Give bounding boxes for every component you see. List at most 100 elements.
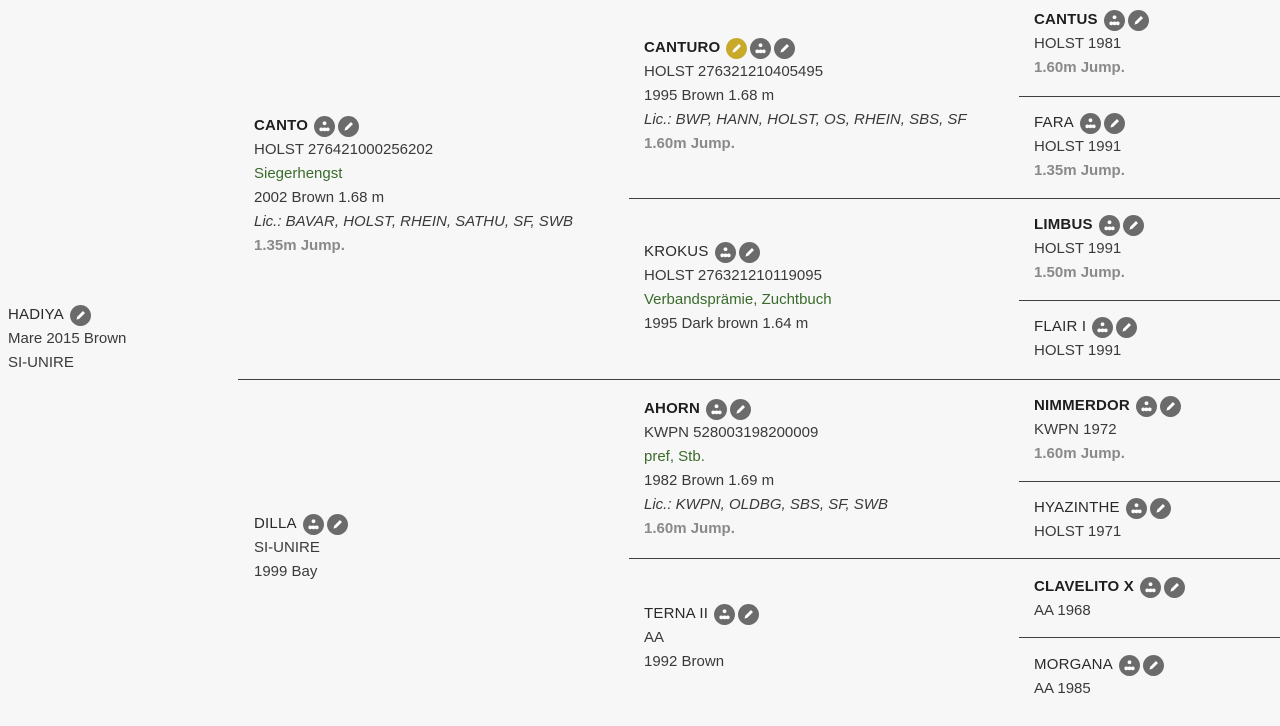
dam-dam-dam: MORGANA AA 1985 xyxy=(1034,653,1164,701)
edit-pencil-icon[interactable] xyxy=(726,37,748,59)
sire-dam-dam: FLAIR I HOLST 1991 xyxy=(1034,315,1138,363)
sire-registration: HOLST 276421000256202 xyxy=(254,141,434,158)
edit-pencil-icon[interactable] xyxy=(730,398,751,420)
pedigree-tree-icon[interactable] xyxy=(314,115,336,137)
edit-pencil-icon[interactable] xyxy=(1116,316,1138,338)
sire-info: 2002 Brown 1.68 m xyxy=(254,189,385,206)
pedigree-tree-icon[interactable] xyxy=(1092,316,1114,338)
dam-name[interactable]: DILLA xyxy=(254,515,297,532)
divider-gen3-2 xyxy=(1019,300,1280,301)
edit-pencil-icon[interactable] xyxy=(338,115,360,137)
sire-dam-registration: HOLST 276321210119095 xyxy=(644,267,822,284)
sds-registration: HOLST 1991 xyxy=(1034,240,1122,257)
pedigree-tree-icon[interactable] xyxy=(1118,654,1140,676)
pedigree-tree-icon[interactable] xyxy=(1098,214,1120,236)
edit-pencil-icon[interactable] xyxy=(1164,576,1185,598)
horse-name[interactable]: HADIYA xyxy=(8,306,64,323)
ssd-registration: HOLST 1991 xyxy=(1034,138,1122,155)
edit-pencil-icon[interactable] xyxy=(326,513,348,535)
divider-gen3-1 xyxy=(1019,96,1280,97)
sire-sire-sire: CANTUS HOLST 1981 1.60m Jump. xyxy=(1034,8,1149,80)
pedigree-tree-icon[interactable] xyxy=(302,513,324,535)
pedigree-tree-icon[interactable] xyxy=(1140,576,1161,598)
pedigree-tree-icon[interactable] xyxy=(1079,112,1101,134)
dss-name[interactable]: NIMMERDOR xyxy=(1034,397,1130,414)
edit-pencil-icon[interactable] xyxy=(69,304,91,326)
sire-award: Siegerhengst xyxy=(254,165,343,182)
sdd-registration: HOLST 1991 xyxy=(1034,342,1122,359)
dam-sire-award: pref, Stb. xyxy=(644,448,705,465)
pedigree-tree-icon[interactable] xyxy=(714,603,736,625)
sire-sire-licenses: Lic.: BWP, HANN, HOLST, OS, RHEIN, SBS, … xyxy=(644,111,967,128)
sire-sire-info: 1995 Brown 1.68 m xyxy=(644,87,775,104)
dss-registration: KWPN 1972 xyxy=(1034,421,1117,438)
dam-registration: SI-UNIRE xyxy=(254,539,320,556)
sire-sire-name[interactable]: CANTURO xyxy=(644,39,721,56)
edit-pencil-icon[interactable] xyxy=(1149,497,1171,519)
horse-studbook: SI-UNIRE xyxy=(8,354,74,371)
sire-dam-award: Verbandsprämie, Zuchtbuch xyxy=(644,291,832,308)
sss-performance: 1.60m Jump. xyxy=(1034,59,1125,76)
pedigree-tree-icon[interactable] xyxy=(750,37,772,59)
sds-name[interactable]: LIMBUS xyxy=(1034,216,1093,233)
divider-gen3-3 xyxy=(1019,481,1280,482)
dam-dam-info: 1992 Brown xyxy=(644,653,725,670)
pedigree-tree-icon[interactable] xyxy=(714,241,736,263)
sire-dam-name[interactable]: KROKUS xyxy=(644,243,709,260)
sire-dam: KROKUS HOLST 276321210119095 Verbandsprä… xyxy=(644,240,832,336)
edit-pencil-icon[interactable] xyxy=(1159,395,1181,417)
edit-pencil-icon[interactable] xyxy=(1103,112,1125,134)
edit-pencil-icon[interactable] xyxy=(1142,654,1164,676)
ddd-registration: AA 1985 xyxy=(1034,680,1091,697)
dds-name[interactable]: CLAVELITO X xyxy=(1034,578,1134,595)
divider-gen1 xyxy=(238,379,1280,380)
horse-details: Mare 2015 Brown xyxy=(8,330,127,347)
sss-registration: HOLST 1981 xyxy=(1034,35,1122,52)
sire-sire-performance: 1.60m Jump. xyxy=(644,135,735,152)
ssd-name[interactable]: FARA xyxy=(1034,114,1074,131)
dam-sire-licenses: Lic.: KWPN, OLDBG, SBS, SF, SWB xyxy=(644,496,888,513)
pedigree-tree-icon[interactable] xyxy=(1103,9,1125,31)
ddd-name[interactable]: MORGANA xyxy=(1034,656,1113,673)
pedigree-tree-icon[interactable] xyxy=(706,398,727,420)
dam-info: 1999 Bay xyxy=(254,563,318,580)
pedigree-tree-icon[interactable] xyxy=(1135,395,1157,417)
dam-dam-name[interactable]: TERNA II xyxy=(644,605,709,622)
divider-gen3-4 xyxy=(1019,637,1280,638)
pedigree-tree-icon[interactable] xyxy=(1125,497,1147,519)
dam-sire-name[interactable]: AHORN xyxy=(644,400,700,417)
sss-name[interactable]: CANTUS xyxy=(1034,11,1098,28)
sire-licenses: Lic.: BAVAR, HOLST, RHEIN, SATHU, SF, SW… xyxy=(254,213,573,230)
dam-sire: AHORN KWPN 528003198200009 pref, Stb. 19… xyxy=(644,397,888,541)
dsd-registration: HOLST 1971 xyxy=(1034,523,1122,540)
sire-performance: 1.35m Jump. xyxy=(254,237,345,254)
dam-dam: TERNA II AA 1992 Brown xyxy=(644,602,760,674)
edit-pencil-icon[interactable] xyxy=(738,241,760,263)
sire-sire: CANTURO HOLST 276321210405495 1995 Brown… xyxy=(644,36,967,156)
edit-pencil-icon[interactable] xyxy=(1127,9,1149,31)
dam: DILLA SI-UNIRE 1999 Bay xyxy=(254,512,348,584)
dam-dam-registration: AA xyxy=(644,629,665,646)
divider-gen2-dam xyxy=(629,558,1280,559)
dam-sire-sire: NIMMERDOR KWPN 1972 1.60m Jump. xyxy=(1034,394,1181,466)
dam-sire-dam: HYAZINTHE HOLST 1971 xyxy=(1034,496,1171,544)
edit-pencil-icon[interactable] xyxy=(1122,214,1144,236)
edit-pencil-icon[interactable] xyxy=(774,37,796,59)
dam-dam-sire: CLAVELITO X AA 1968 xyxy=(1034,575,1185,623)
sire-dam-sire: LIMBUS HOLST 1991 1.50m Jump. xyxy=(1034,213,1144,285)
sdd-name[interactable]: FLAIR I xyxy=(1034,318,1087,335)
edit-pencil-icon[interactable] xyxy=(738,603,760,625)
sire-dam-info: 1995 Dark brown 1.64 m xyxy=(644,315,809,332)
sire-name[interactable]: CANTO xyxy=(254,117,309,134)
ssd-performance: 1.35m Jump. xyxy=(1034,162,1125,179)
dss-performance: 1.60m Jump. xyxy=(1034,445,1125,462)
dsd-name[interactable]: HYAZINTHE xyxy=(1034,499,1120,516)
sire-sire-registration: HOLST 276321210405495 xyxy=(644,63,824,80)
dam-sire-info: 1982 Brown 1.69 m xyxy=(644,472,775,489)
dds-registration: AA 1968 xyxy=(1034,602,1091,619)
dam-sire-registration: KWPN 528003198200009 xyxy=(644,424,819,441)
sds-performance: 1.50m Jump. xyxy=(1034,264,1125,281)
subject-horse: HADIYA Mare 2015 Brown SI-UNIRE xyxy=(8,303,126,375)
sire-sire-dam: FARA HOLST 1991 1.35m Jump. xyxy=(1034,111,1125,183)
